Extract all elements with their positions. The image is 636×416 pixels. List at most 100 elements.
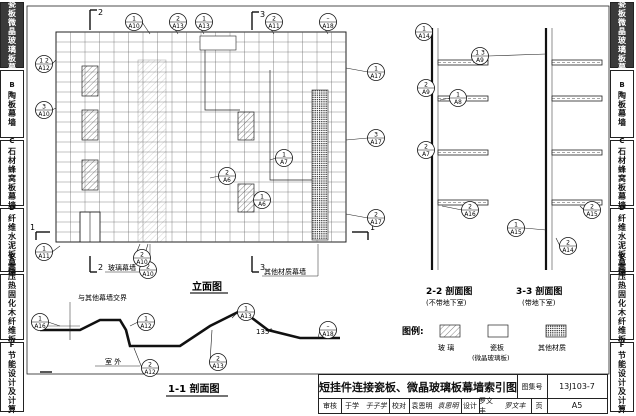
tab-letter: D	[619, 203, 625, 212]
callout-sheet: A12	[140, 324, 152, 330]
callout-sheet: A17	[370, 140, 382, 146]
design-signature: 罗文丰	[499, 398, 532, 413]
callout-number: 1	[144, 315, 148, 322]
callout-elevation-12[interactable]: 1A6	[253, 191, 271, 209]
tab-letter: F	[619, 340, 625, 349]
check-signature: 袁思明	[435, 398, 462, 413]
tab-label: 纤维水泥板幕墙	[618, 213, 626, 277]
tab-label: 节能设计及计算	[8, 350, 16, 414]
left-tab-e[interactable]: E高压热固化木纤维板幕墙	[0, 253, 24, 362]
label-other-material-wall: 其他材质幕墙	[264, 267, 306, 276]
callout-number: 2	[176, 15, 180, 22]
callout-number: –	[327, 323, 330, 330]
callout-number: 2	[566, 239, 570, 246]
callout-section-2-3[interactable]: 2A7	[417, 141, 435, 159]
callout-elevation-4[interactable]: –A18	[319, 13, 337, 35]
callout-sheet: A7	[280, 160, 288, 166]
tab-label: 纤维水泥板幕墙	[8, 213, 16, 277]
tab-label: 石材蜂窝板幕墙	[618, 146, 626, 210]
callout-section-2-2[interactable]: 1A8	[439, 89, 467, 107]
callout-sheet: A6	[258, 202, 266, 208]
section-mark-2-bottom: 2	[98, 263, 103, 272]
callout-elevation-10[interactable]: 1A7	[269, 149, 293, 167]
section-2-drawing: 2-2 剖面图 (不带地下室)	[426, 28, 489, 307]
tab-letter: D	[9, 203, 15, 212]
callout-elevation-11[interactable]: 2A6	[209, 167, 236, 185]
callout-number: 1	[260, 193, 264, 200]
callout-sheet: A10	[128, 24, 140, 30]
callout-sheet: A11	[268, 24, 280, 30]
sidebar-right: A瓷板微晶玻璃板幕墙B陶板幕墙C石材蜂窝板幕墙D纤维水泥板幕墙E高压热固化木纤维…	[610, 0, 636, 416]
review-name: 于学	[345, 401, 359, 410]
tab-letter: F	[9, 340, 15, 349]
section-1-angle: 135°	[256, 328, 273, 336]
page-number: A5	[571, 401, 583, 410]
section-2-title: 2-2 剖面图	[426, 285, 472, 297]
callout-number: 2	[272, 15, 276, 22]
callout-section-3-0[interactable]: 1 3A9	[471, 47, 547, 65]
callout-sheet: A14	[562, 248, 574, 254]
callout-sheet: A13	[240, 314, 252, 320]
legend-title: 图例:	[402, 325, 424, 337]
review-signature: 于子学	[363, 398, 390, 413]
callout-section-2-1[interactable]: 2A9	[417, 79, 435, 97]
callout-number: 2	[225, 169, 229, 176]
tab-label: 节能设计及计算	[618, 350, 626, 414]
callout-number: 3	[42, 103, 46, 110]
left-tab-a[interactable]: A瓷板微晶玻璃板幕墙	[0, 0, 24, 81]
callout-sheet: A16	[34, 324, 46, 330]
callout-sheet: A9	[422, 90, 430, 96]
callout-sheet: A12	[38, 66, 50, 72]
legend-label-other: 其他材质	[538, 343, 566, 352]
callout-number: 1	[132, 15, 136, 22]
callout-sheet: A15	[586, 212, 598, 218]
legend-sub-ceramic: (微晶玻璃板)	[472, 353, 510, 362]
section-mark-1-left: 1	[30, 223, 35, 232]
callout-sheet: A15	[510, 230, 522, 236]
section-1-note: 与其他幕墙交界	[78, 293, 127, 302]
right-tab-a[interactable]: A瓷板微晶玻璃板幕墙	[610, 0, 634, 81]
callout-sheet: A8	[454, 100, 462, 106]
callout-sheet: A7	[422, 152, 430, 158]
legend-swatch-other	[545, 324, 567, 338]
section-mark-3-top: 3	[260, 10, 265, 19]
design-label: 设计	[461, 398, 480, 413]
callout-sheet: A10	[38, 112, 50, 118]
section-3-drawing: 3-3 剖面图 (带地下室)	[516, 28, 603, 307]
title-block: 短挂件连接瓷板、微晶玻璃板幕墙索引图 图集号 13J103-7 审核 于学 于子…	[318, 374, 608, 415]
callout-sheet: A18	[322, 24, 334, 30]
callout-number: 2	[590, 203, 594, 210]
label-glass-wall: 玻璃幕墙	[108, 263, 136, 272]
callout-section-1-5[interactable]: –A18	[317, 321, 337, 339]
